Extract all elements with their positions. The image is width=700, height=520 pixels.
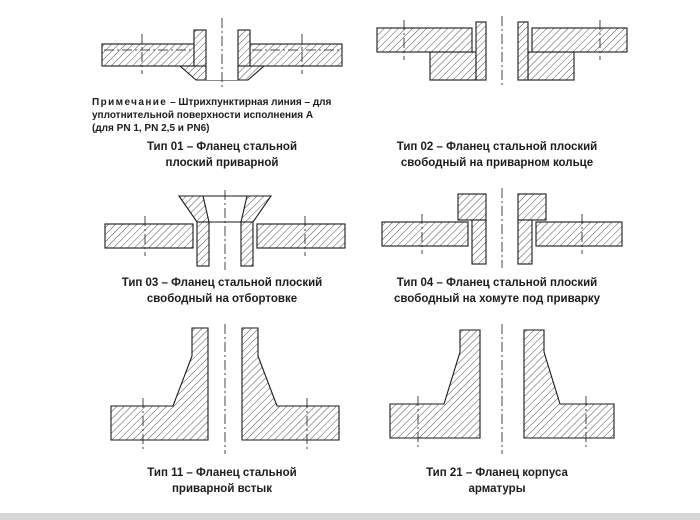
flange-cross-section-type-03 [104,190,346,270]
caption-line: Тип 04 – Фланец стальной плоский [396,277,598,289]
flange-cross-section-type-11 [110,324,340,454]
centerlines [104,18,340,88]
caption-line: Тип 02 – Фланец стальной плоский [396,141,598,153]
caption-line: приварной встык [171,482,272,495]
caption-line: плоский приварной [165,156,279,169]
centerlines [421,188,583,268]
figure-caption-type-02: Тип 02 – Фланец стальной плоский свободн… [372,140,622,171]
figure-caption-type-11: Тип 11 – Фланец стальной приварной встык [107,466,337,497]
caption-line: Тип 21 – Фланец корпуса [426,467,568,479]
page-bottom-edge [0,513,700,520]
note: Примечание – Штрихпунктирная линия – для… [92,96,348,136]
flange-cross-section-type-02 [376,16,628,88]
centerlines [144,190,306,270]
flange-cross-section-type-04 [381,188,623,268]
flange-drawing-type-11 [95,322,355,462]
figure-caption-type-21: Тип 21 – Фланец корпуса арматуры [372,466,622,497]
flange-body [376,21,628,81]
note-label: Примечание [92,97,168,108]
flange-body [381,193,623,265]
caption-line: арматуры [468,482,526,495]
caption-line: Тип 11 – Фланец стальной [147,467,297,479]
flange-cross-section-type-01 [101,18,343,88]
note-text: – Штрихпунктирная линия – для [170,97,332,108]
flange-drawing-type-01 [92,14,352,97]
caption-line: Тип 03 – Фланец стальной плоский [121,277,323,289]
flange-body [110,327,340,441]
note-line: Примечание – Штрихпунктирная линия – для [92,96,348,109]
flange-drawing-type-03 [95,188,355,278]
figure-caption-type-01: Тип 01 – Фланец стальной плоский приварн… [107,140,337,171]
centerlines [417,324,587,454]
centerlines [142,324,308,454]
flange-body [389,329,615,439]
flange-cross-section-type-21 [389,324,615,454]
caption-line: Тип 01 – Фланец стальной [146,141,298,153]
centerlines [403,16,601,88]
flange-drawing-type-02 [372,12,632,97]
flange-drawing-type-04 [372,186,632,276]
flange-body [104,195,346,267]
figure-caption-type-03: Тип 03 – Фланец стальной плоский свободн… [107,276,337,307]
figure-caption-type-04: Тип 04 – Фланец стальной плоский свободн… [367,276,627,307]
caption-line: свободный на приварном кольце [400,156,594,169]
caption-line: свободный на отбортовке [146,292,298,305]
flange-drawing-type-21 [372,322,632,462]
caption-line: свободный на хомуте под приварку [393,292,601,305]
note-line: уплотнительной поверхности исполнения А [92,110,314,122]
note-line: (для PN 1, PN 2,5 и PN6) [92,123,210,135]
